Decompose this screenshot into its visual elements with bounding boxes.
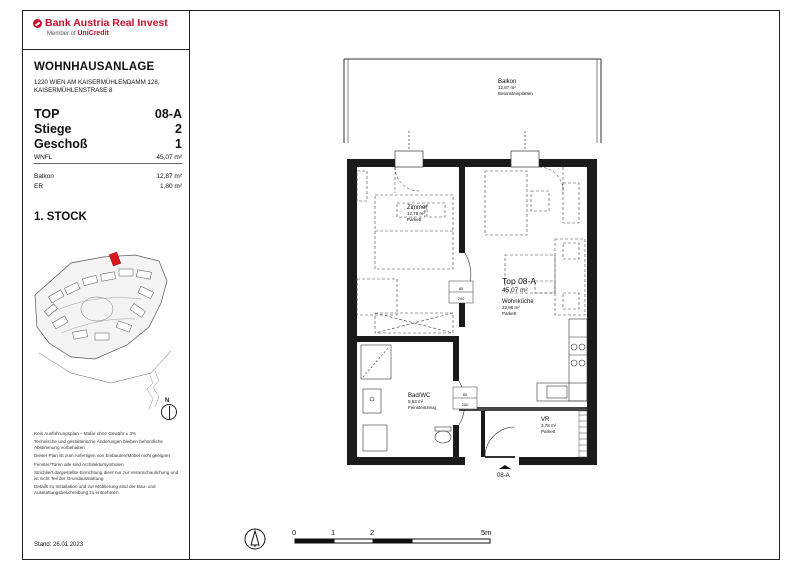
info-sidebar: Bank Austria Real Invest Member of UniCr… bbox=[23, 11, 190, 559]
brand-member-prefix: Member of bbox=[47, 31, 76, 37]
unit-er-label: ER bbox=[34, 183, 44, 190]
scale-label-5m: 5m bbox=[481, 528, 492, 537]
brand-logo: Bank Austria Real Invest Member of UniCr… bbox=[33, 17, 183, 37]
scale-label-0: 0 bbox=[292, 528, 297, 537]
unit-wnfl-label: WNFL bbox=[34, 154, 53, 161]
project-title: WOHNHAUSANLAGE bbox=[34, 61, 155, 73]
unit-wnfl-value: 45,07 m² bbox=[156, 154, 182, 161]
door-zimmer-size: 80 200 bbox=[449, 283, 473, 304]
note-item: Dieser Plan ist zum Anfertigen von Einba… bbox=[34, 453, 170, 459]
floor-label: 1. STOCK bbox=[34, 211, 87, 223]
floor-plan-drawing bbox=[244, 58, 602, 550]
unit-stiege-row: Stiege 2 bbox=[34, 122, 182, 136]
room-wohnkueche-label: Wohnküche 22,86 m² Parkett bbox=[502, 299, 534, 317]
room-bad-label: Bad/WC 5,63 m² Feinsteinzeug bbox=[408, 393, 436, 411]
unit-entry-marker bbox=[499, 465, 511, 469]
bank-austria-logo-icon bbox=[33, 18, 42, 28]
room-balkon-floor: Betonsteinplatten bbox=[498, 91, 533, 96]
unit-balkon-label: Balkon bbox=[34, 173, 54, 180]
door-zimmer-height: 200 bbox=[457, 296, 465, 301]
divider bbox=[23, 49, 189, 50]
unit-top-value: 08-A bbox=[154, 107, 182, 121]
room-bad-floor: Feinsteinzeug bbox=[408, 405, 437, 410]
interior-walls bbox=[357, 167, 587, 457]
divider bbox=[34, 163, 182, 164]
site-plan-map bbox=[34, 251, 172, 410]
brand-name: Bank Austria Real Invest bbox=[45, 17, 168, 29]
top-area: 45,07 m² bbox=[502, 287, 528, 294]
unit-wnfl-row: WNFL 45,07 m² bbox=[34, 154, 182, 161]
door-swings bbox=[394, 166, 564, 193]
unit-top-label: TOP bbox=[34, 107, 60, 121]
unicredit-logo-text: UniCredit bbox=[77, 30, 109, 37]
project-address: 1220 WIEN AM KAISERMÜHLENDAMM 128, KAISE… bbox=[34, 79, 160, 94]
room-vr-name: VR bbox=[541, 417, 550, 423]
unit-geschoss-value: 1 bbox=[175, 137, 182, 151]
room-wohnkueche-floor: Parkett bbox=[502, 311, 517, 316]
window-marks bbox=[394, 131, 540, 168]
room-zimmer-name: Zimmer bbox=[407, 205, 428, 211]
note-item: Details zu Installation und zur Möblieru… bbox=[34, 484, 156, 495]
door-bad-height: 200 bbox=[461, 402, 469, 407]
north-label: N bbox=[165, 398, 170, 404]
unit-er-row: ER 1,80 m² bbox=[34, 183, 182, 190]
plan-sheet: Bank Austria Real Invest Member of UniCr… bbox=[22, 10, 780, 560]
scale-bar bbox=[294, 538, 491, 544]
plan-notes: Kein Ausführungsplan – Maße ohne Gewähr … bbox=[34, 431, 184, 498]
north-arrow-icon bbox=[244, 528, 266, 550]
unit-geschoss-row: Geschoß 1 bbox=[34, 137, 182, 151]
unit-stiege-label: Stiege bbox=[34, 122, 72, 136]
top-name: Top 08-A bbox=[502, 276, 537, 286]
unit-top-row: TOP 08-A bbox=[34, 107, 182, 121]
top-08a-label: Top 08-A 45,07 m² bbox=[502, 277, 536, 295]
room-zimmer-floor: Parkett bbox=[407, 217, 422, 222]
unit-balkon-row: Balkon 12,87 m² bbox=[34, 173, 182, 180]
room-balkon-area: 12,87 m² bbox=[498, 85, 516, 90]
room-bad-area: 5,63 m² bbox=[408, 399, 424, 404]
note-item: Fenster/Türen alle sind Architektursymbo… bbox=[34, 461, 124, 467]
scale-label-2: 2 bbox=[370, 528, 375, 537]
balcony-outline bbox=[343, 58, 602, 143]
kitchen-block bbox=[536, 318, 588, 402]
room-wohnkueche-name: Wohnküche bbox=[502, 299, 534, 305]
floor-plan: Balkon 12,87 m² Betonsteinplatten Zimmer… bbox=[191, 11, 780, 559]
room-zimmer-label: Zimmer 12,78 m² Parkett bbox=[407, 205, 427, 223]
unit-stiege-value: 2 bbox=[175, 122, 182, 136]
unit-balkon-value: 12,87 m² bbox=[156, 173, 182, 180]
door-size-boxes bbox=[448, 280, 478, 410]
note-item: Strichliert dargestellte Einrichtung die… bbox=[34, 470, 179, 481]
unit-location-marker bbox=[108, 251, 122, 267]
wardrobe-marks bbox=[578, 410, 588, 458]
door-bad-size: 80 200 bbox=[453, 389, 477, 410]
room-balkon-label: Balkon 12,87 m² Betonsteinplatten bbox=[498, 79, 533, 97]
door-bad-width: 80 bbox=[462, 392, 468, 397]
scale-label-1: 1 bbox=[331, 528, 336, 537]
room-wohnkueche-area: 22,86 m² bbox=[502, 305, 520, 310]
furniture-outlines bbox=[356, 170, 586, 334]
note-item: Kein Ausführungsplan – Maße ohne Gewähr … bbox=[34, 431, 137, 436]
exterior-walls bbox=[347, 159, 597, 465]
room-bad-name: Bad/WC bbox=[408, 393, 431, 399]
room-balkon-name: Balkon bbox=[498, 79, 517, 85]
room-vr-label: VR 3,78 m² Parkett bbox=[541, 417, 556, 435]
room-vr-floor: Parkett bbox=[541, 429, 556, 434]
north-arrow-icon: N bbox=[161, 398, 177, 420]
bathroom-fixtures bbox=[360, 344, 452, 452]
stand-date: Stand: 26.01.2023 bbox=[34, 542, 84, 548]
note-item: Technische und gestalterische Änderungen… bbox=[34, 439, 163, 450]
room-vr-area: 3,78 m² bbox=[541, 423, 557, 428]
unit-geschoss-label: Geschoß bbox=[34, 137, 88, 151]
unit-er-value: 1,80 m² bbox=[159, 183, 182, 190]
room-zimmer-area: 12,78 m² bbox=[407, 211, 425, 216]
unit-entry-tag: 08-A bbox=[497, 473, 510, 479]
door-zimmer-width: 80 bbox=[458, 286, 464, 291]
